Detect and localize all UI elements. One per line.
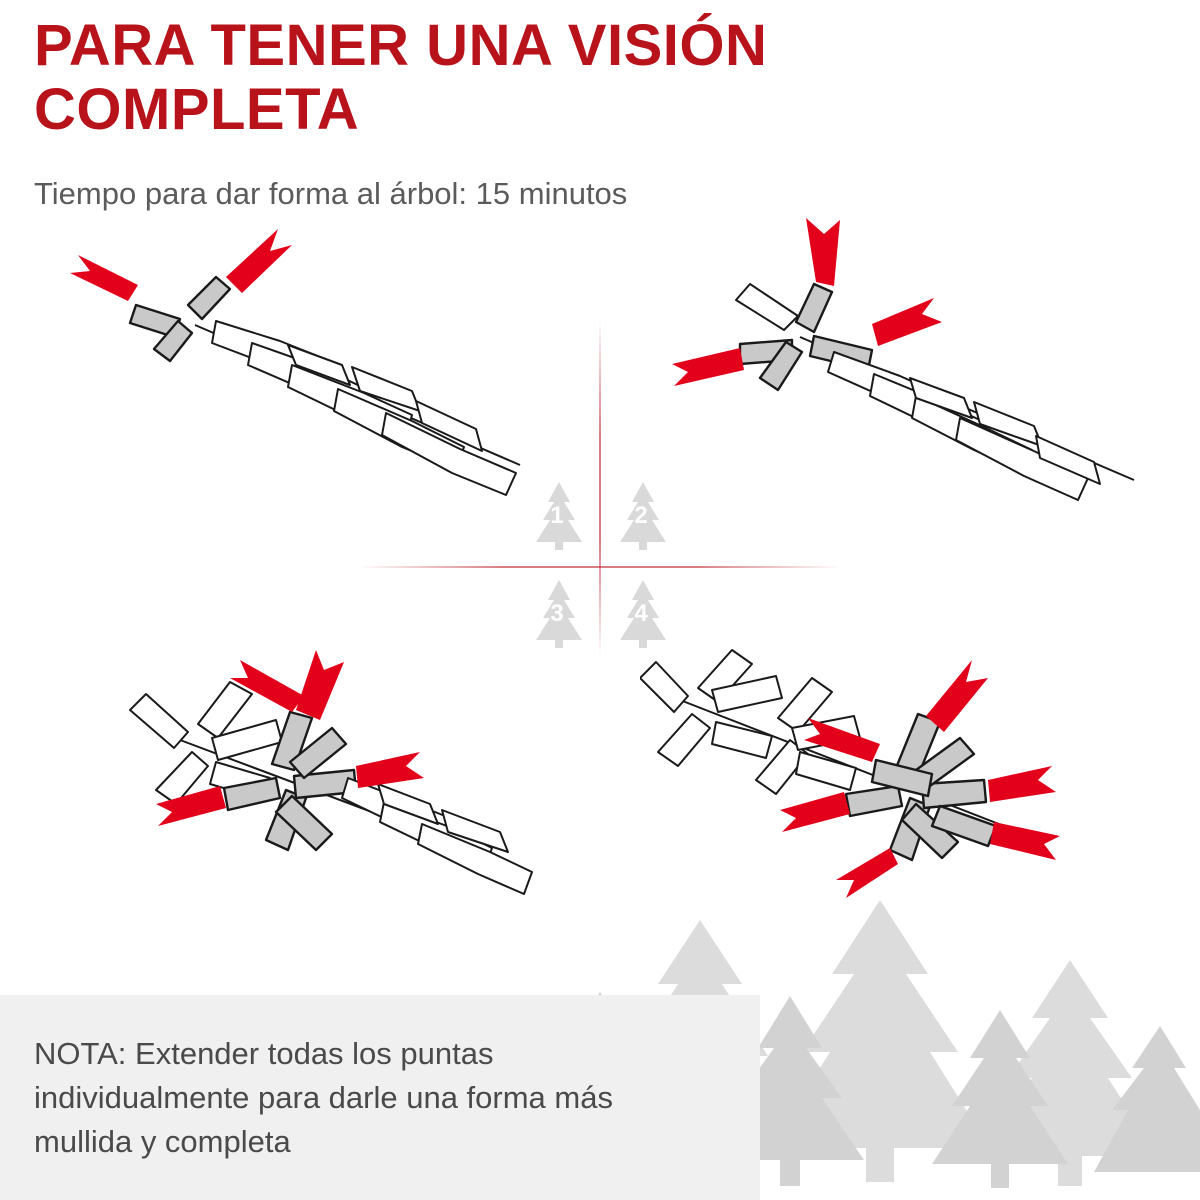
step-1-illustration (70, 229, 521, 496)
quadrant-divider-horizontal (360, 566, 840, 568)
quadrant-divider-vertical (599, 318, 601, 658)
quadrant-2-tree-icon (620, 482, 666, 550)
quadrant-1-tree-icon (536, 482, 582, 550)
branch-unshaped (211, 320, 517, 496)
branch-unshaped (341, 777, 533, 895)
branch-shaped (844, 712, 998, 862)
branch-unshaped (735, 283, 1101, 501)
step-3-illustration (129, 650, 533, 895)
note-text: NOTA: Extender todas los puntas individu… (34, 1035, 613, 1159)
step-4-illustration (640, 649, 1060, 898)
page-subtitle: Tiempo para dar forma al árbol: 15 minut… (34, 176, 628, 211)
step-2-illustration (672, 218, 1135, 501)
note-band (0, 995, 760, 1200)
page-title: PARA TENER UNA VISIÓN COMPLETA (34, 13, 768, 142)
pine-tree-icon (932, 1010, 1068, 1188)
quadrant-3-tree-icon (536, 580, 582, 648)
quadrant-4-number: 4 (634, 600, 648, 627)
arrow-icon (780, 660, 1060, 898)
pine-tree-icon (1094, 1026, 1200, 1172)
branch-unshaped (640, 649, 861, 795)
quadrant-1-number: 1 (550, 502, 564, 529)
arrow-icon (672, 218, 942, 386)
quadrant-3-number: 3 (550, 600, 564, 627)
arrow-icon (156, 650, 424, 826)
quadrant-2-number: 2 (634, 502, 648, 529)
arrow-icon (70, 229, 292, 301)
quadrant-4-tree-icon (620, 580, 666, 648)
branch-shaped (738, 282, 874, 392)
branch-shaped (128, 275, 232, 363)
